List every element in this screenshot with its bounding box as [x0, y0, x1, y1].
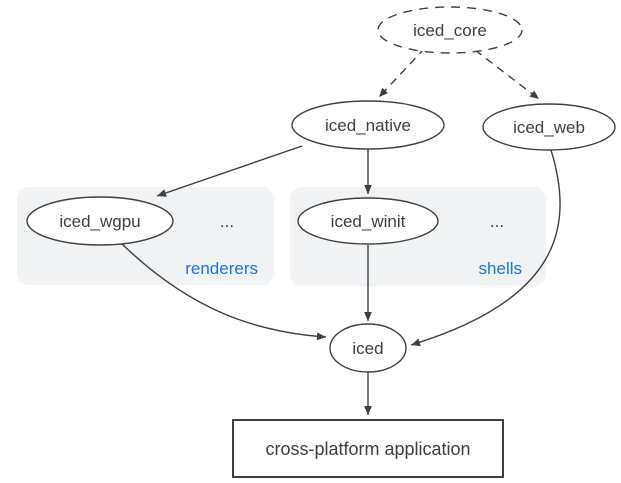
edge-iced_core-iced_native: [378, 47, 426, 98]
node-iced-label: iced: [352, 339, 383, 358]
node-iced-wgpu-label: iced_wgpu: [59, 212, 140, 231]
node-iced-core-label: iced_core: [413, 21, 487, 40]
renderers-ellipsis: ...: [220, 212, 234, 231]
node-iced-native: [291, 100, 445, 150]
node-iced: [329, 323, 407, 373]
node-iced-wgpu: [26, 196, 174, 246]
shells-group-label: shells: [479, 259, 522, 278]
node-application-label: cross-platform application: [265, 439, 470, 459]
edge-iced_wgpu-iced: [120, 242, 327, 341]
node-application: [232, 419, 504, 478]
node-iced-web: [482, 103, 616, 151]
edge-iced_core-iced_web: [474, 49, 540, 100]
node-iced-native-label: iced_native: [325, 116, 411, 135]
node-iced-core: [377, 6, 523, 54]
node-iced-web-label: iced_web: [513, 118, 585, 137]
edge-iced_native-iced_wgpu: [156, 145, 303, 197]
node-iced-winit-label: iced_winit: [331, 212, 406, 231]
node-iced-winit: [297, 197, 439, 245]
renderers-group-label: renderers: [185, 259, 258, 278]
edge-iced_web-iced: [410, 149, 561, 347]
shells-ellipsis: ...: [490, 212, 504, 231]
